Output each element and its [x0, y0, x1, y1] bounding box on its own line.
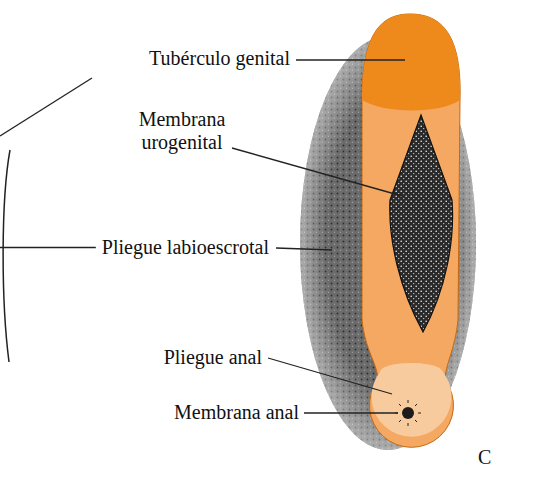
panel-letter: C	[478, 446, 491, 469]
anal-membrane	[395, 400, 421, 426]
leader-line	[304, 412, 398, 413]
urethral-folds	[362, 14, 460, 447]
leader-line	[232, 148, 402, 196]
structure-label: Membrana urogenital	[132, 108, 232, 154]
leader-line	[0, 247, 96, 248]
previous-figure-outline	[3, 150, 10, 362]
urogenital-membrane	[390, 115, 453, 332]
leader-line	[268, 358, 392, 394]
structure-label: Tubérculo genital	[149, 47, 290, 70]
leader-line	[276, 248, 332, 250]
structure-label: Pliegue anal	[164, 346, 262, 369]
structure-label: Membrana anal	[174, 401, 299, 424]
genital-tubercle	[362, 14, 460, 111]
anal-fold	[372, 363, 452, 437]
structure-label: Pliegue labioescrotal	[102, 236, 269, 259]
leader-line	[0, 78, 92, 136]
leader-line	[296, 59, 405, 60]
